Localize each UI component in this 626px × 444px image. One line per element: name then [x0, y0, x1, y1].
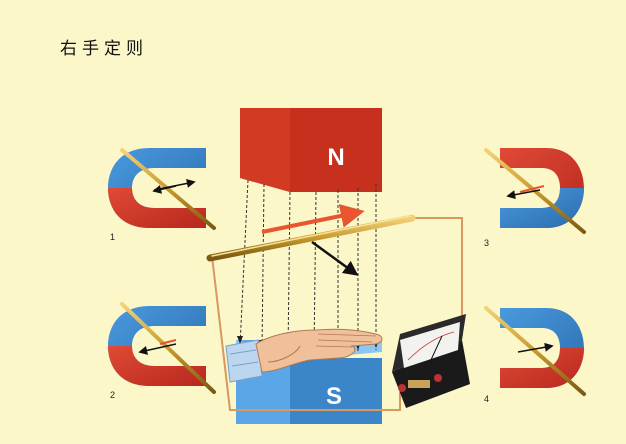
north-pole-label: N: [327, 144, 344, 171]
south-pole-label: S: [326, 383, 342, 410]
motion-arrow: [261, 204, 365, 234]
figure-number-1: 1: [110, 232, 115, 242]
north-magnet-block: N: [240, 108, 382, 192]
current-arrow: [311, 240, 359, 276]
horseshoe-magnet-icon: [108, 302, 216, 394]
page-title: 右手定则: [60, 39, 148, 59]
horseshoe-magnet-icon: [108, 148, 216, 230]
hand-icon: [225, 328, 383, 383]
horseshoe-magnet-icon: [484, 148, 586, 234]
circuit-wire: [211, 217, 463, 411]
conductor-rod: [206, 214, 416, 262]
galvanometer-icon: [392, 314, 470, 408]
magnetic-field-lines: [239, 179, 377, 355]
figure-number-3: 3: [484, 238, 489, 248]
figure-number-2: 2: [110, 390, 115, 400]
figure-number-4: 4: [484, 394, 489, 404]
horseshoe-magnet-icon: [484, 306, 586, 396]
